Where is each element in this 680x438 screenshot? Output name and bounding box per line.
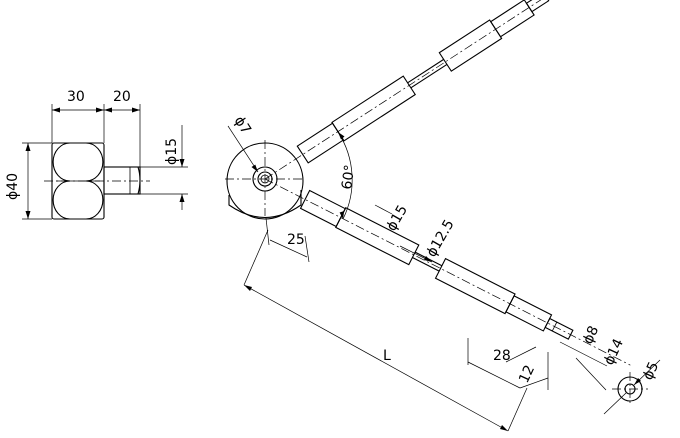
- dim-dia-body: ϕ40: [5, 173, 21, 200]
- lower-arm-hose-2: [434, 257, 516, 315]
- dim-dia-neck: ϕ15: [164, 138, 180, 165]
- dim-width-neck: 20: [113, 89, 131, 105]
- dim-dia-end: ϕ5: [640, 359, 662, 382]
- front-view: 30 20 ϕ40 ϕ15: [5, 89, 188, 220]
- dim-dia-tip: ϕ8: [580, 323, 602, 346]
- dim-len-sleeve: 25: [287, 232, 305, 248]
- upper-arm-hose: [331, 75, 417, 142]
- lower-arm-hose: [335, 207, 420, 266]
- body-upper-lobe: [52, 142, 71, 182]
- lower-arm: [264, 178, 631, 366]
- upper-arm-tip: [525, 0, 550, 13]
- dim-angle: 60°: [339, 164, 358, 191]
- dim-dia-hose-inner: ϕ12.5: [424, 217, 458, 260]
- hub-cylinder: [228, 190, 302, 219]
- dim-len-end-sleeve: 28: [493, 348, 511, 364]
- side-view: ϕ7 60°: [225, 0, 662, 432]
- body-lower-lobe: [52, 180, 71, 220]
- dim-dia-hose: ϕ15: [384, 203, 411, 234]
- dim-dia-end-sleeve: ϕ14: [601, 336, 627, 367]
- dim-dia-hole: ϕ7: [231, 113, 254, 137]
- dim-len-tip: 12: [516, 363, 538, 386]
- dim-total-length: L: [383, 348, 391, 364]
- connector-neck: [103, 166, 141, 195]
- angle-arc: [337, 131, 353, 220]
- lower-arm-tip: [544, 317, 574, 340]
- upper-arm: [264, 0, 576, 180]
- dim-width-block: 30: [67, 89, 85, 105]
